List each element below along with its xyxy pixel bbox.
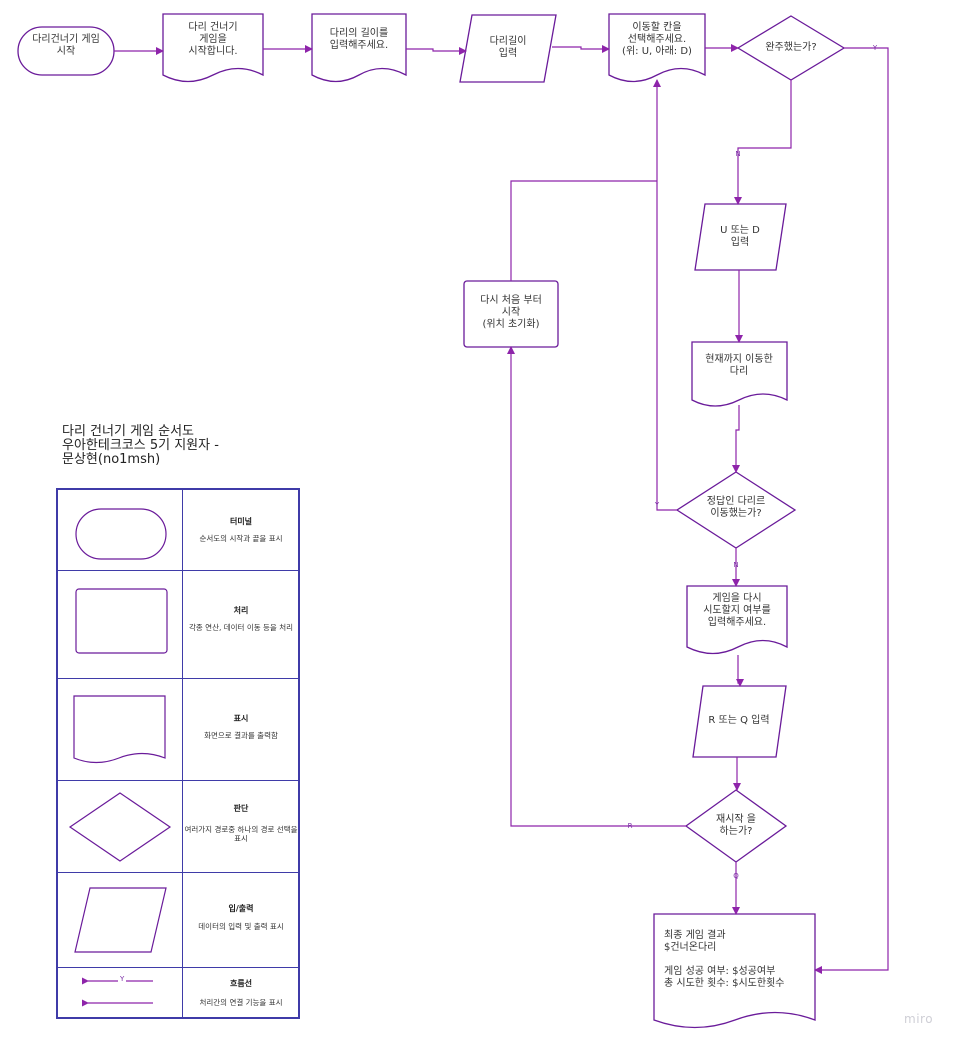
announce-display[interactable] <box>162 13 264 83</box>
edge-asklength-input <box>406 47 467 55</box>
edge-isdone-y <box>814 47 889 974</box>
show-bridge-display[interactable] <box>691 341 788 407</box>
edge-isdone-n <box>734 80 792 205</box>
legend-row-io: 입/출력 데이터의 입력 및 출력 표시 <box>58 872 298 968</box>
input-length-label: 다리길이 입력 <box>489 36 527 59</box>
legend-desc: 데이터의 입력 및 출력 표시 <box>198 922 284 931</box>
legend-desc: 여러가지 경로중 하나의 경로 선택을 표시 <box>184 825 298 843</box>
legend-row-terminal: 터미널 순서도의 시작과 끝을 표시 <box>58 490 298 570</box>
legend-name: 입/출력 <box>228 904 254 913</box>
miro-watermark: miro <box>904 1012 934 1026</box>
edge-label-y: Y <box>872 44 878 52</box>
legend-row-display: 표시 화면으로 결과를 출력함 <box>58 678 298 781</box>
legend-row-flow: Y 흐름선 처리간의 연결 기능을 표시 <box>58 967 298 1018</box>
legend-name: 표시 <box>233 714 249 723</box>
edge-label-r: R <box>627 822 633 830</box>
edge-askretry-inputrq <box>736 655 744 687</box>
show-bridge-label: 현재까지 이동한 다리 <box>705 354 773 377</box>
ask-length-label: 다리의 길이를 입력해주세요. <box>329 28 389 51</box>
restart-label: 다시 처음 부터 시작 (위치 초기화) <box>480 295 542 330</box>
legend-name: 판단 <box>233 804 249 813</box>
legend-flow-label: Y <box>118 975 127 983</box>
edge-label-q: Q <box>733 872 739 880</box>
edge-label-n2: N <box>733 561 739 569</box>
start-label: 다리건너기 게임 시작 <box>32 34 100 57</box>
edge-input-askmove <box>552 45 610 53</box>
is-done-label: 완주했는가? <box>765 42 817 53</box>
terminal-shape-icon <box>75 508 167 560</box>
process-shape-icon <box>75 588 168 654</box>
input-rq-io[interactable] <box>692 685 787 758</box>
legend-desc: 각종 연산, 데이터 이동 등을 처리 <box>188 623 293 632</box>
is-correct-label: 정답인 다리르 이동했는가? <box>706 496 766 519</box>
diagram-title: 다리 건너기 게임 순서도 우아한테크코스 5기 지원자 - 문상현(no1ms… <box>62 424 219 467</box>
result-label: 최종 게임 결과 $건너온다리 게임 성공 여부: $성공여부 총 시도한 횟수… <box>664 930 785 989</box>
ask-length-display[interactable] <box>311 13 407 83</box>
input-length-io[interactable] <box>459 14 557 83</box>
legend-name: 터미널 <box>229 517 253 526</box>
decision-shape-icon <box>68 792 172 862</box>
legend-desc: 화면으로 결과를 출력함 <box>204 731 278 740</box>
legend-table: 터미널 순서도의 시작과 끝을 표시 처리 각종 연산, 데이터 이동 등을 처… <box>56 488 300 1019</box>
input-ud-label: U 또는 D 입력 <box>720 225 760 248</box>
legend-row-decision: 판단 여러가지 경로중 하나의 경로 선택을 표시 <box>58 780 298 873</box>
edge-label-y2: Y <box>654 501 660 509</box>
edge-isretry-r <box>507 346 686 827</box>
ask-retry-label: 게임을 다시 시도할지 여부를 입력해주세요. <box>703 593 771 628</box>
edge-restart-askmove <box>510 180 657 281</box>
ask-retry-display[interactable] <box>686 585 788 655</box>
legend-name: 처리 <box>233 606 249 615</box>
result-display[interactable] <box>653 913 816 1029</box>
ask-move-display[interactable] <box>608 13 706 83</box>
legend-desc: 처리간의 연결 기능을 표시 <box>199 998 283 1007</box>
input-rq-label: R 또는 Q 입력 <box>708 715 770 726</box>
edge-label-n: N <box>735 150 741 158</box>
input-ud-io[interactable] <box>694 203 787 271</box>
display-shape-icon <box>73 695 166 764</box>
announce-label: 다리 건너기 게임을 시작합니다. <box>188 22 238 57</box>
legend-row-process: 처리 각종 연산, 데이터 이동 등을 처리 <box>58 570 298 679</box>
ask-move-label: 이동할 칸을 선택해주세요. (위: U, 아래: D) <box>622 22 692 57</box>
edge-bridge-correct <box>732 405 740 473</box>
legend-name: 흐름선 <box>229 979 253 988</box>
io-shape-icon <box>74 887 167 953</box>
edge-correct-y <box>653 79 677 511</box>
is-retry-label: 재시작 을 하는가? <box>716 814 756 837</box>
legend-desc: 순서도의 시작과 끝을 표시 <box>199 534 283 543</box>
